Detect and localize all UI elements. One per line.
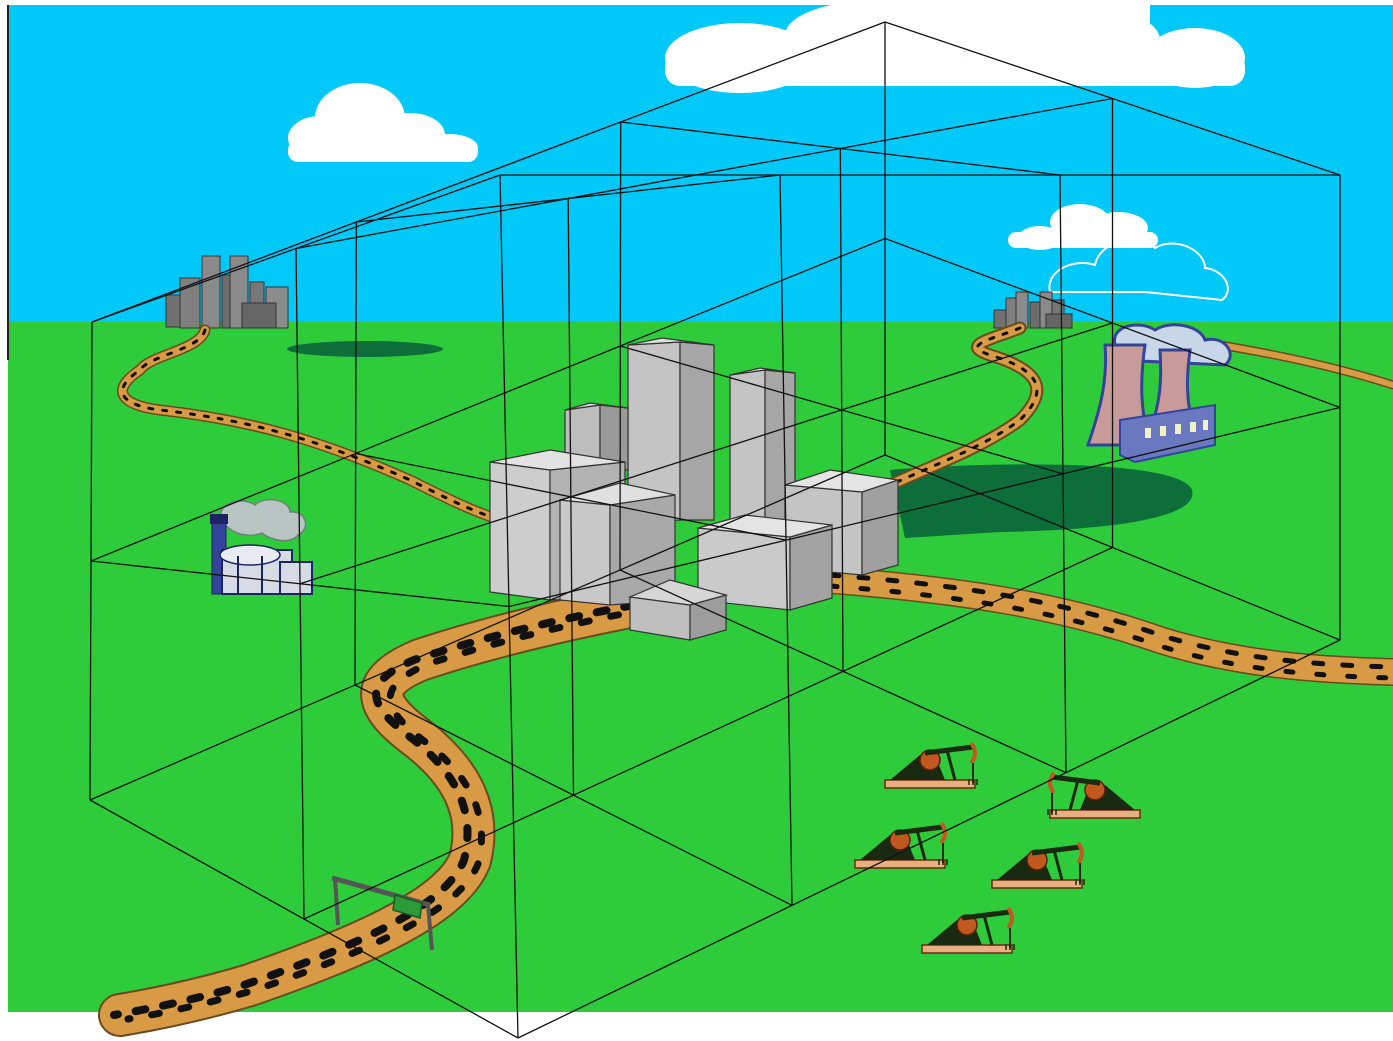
shadow-left — [287, 341, 443, 357]
grid-vertical-line — [620, 122, 621, 570]
